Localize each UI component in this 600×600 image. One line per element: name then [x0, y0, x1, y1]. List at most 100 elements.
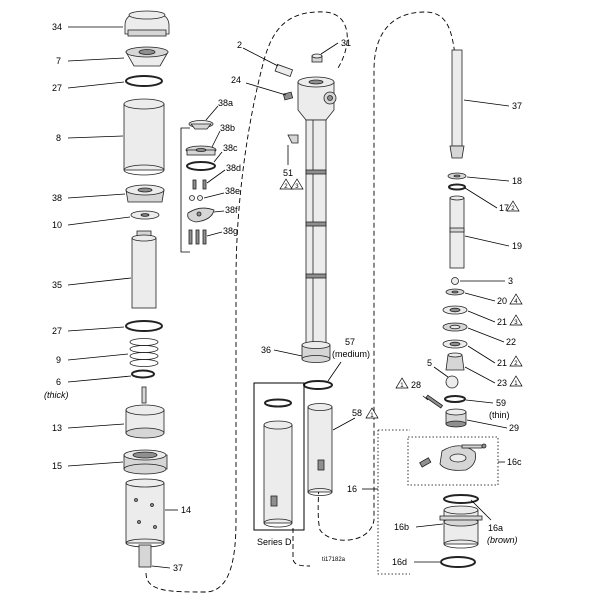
label-34: 34 — [52, 22, 62, 32]
label-38e: 38e — [225, 186, 240, 196]
label-38b: 38b — [220, 123, 235, 133]
center-leader-lines — [242, 42, 410, 575]
svg-text:2: 2 — [511, 206, 515, 212]
label-8: 8 — [56, 133, 61, 143]
label-16a-note: (brown) — [487, 535, 518, 545]
part-27-o-ring-lower — [125, 320, 163, 332]
label-27-lower: 27 — [52, 326, 62, 336]
warning-markers: 2 3 1 2 4 3 2 1 — [279, 178, 523, 419]
part-38-leader-lines — [203, 105, 226, 237]
part-27-o-ring-top — [125, 75, 163, 87]
label-29: 29 — [509, 423, 519, 433]
part-57-o-ring — [303, 380, 333, 390]
svg-text:3: 3 — [295, 184, 299, 190]
label-23: 23 — [497, 378, 507, 388]
label-16a: 16a — [488, 523, 503, 533]
svg-text:3: 3 — [514, 320, 518, 326]
part-9-spring — [129, 338, 159, 367]
assembly-route-lines — [145, 11, 456, 593]
warning-triangle-51b: 3 — [290, 178, 304, 190]
part-20-washer — [445, 288, 465, 296]
label-10: 10 — [52, 220, 62, 230]
part-10-washer — [130, 210, 160, 220]
label-16: 16 — [347, 484, 357, 494]
warning-triangle-28: 1 — [395, 377, 409, 389]
warning-triangle-51a: 2 — [279, 178, 293, 190]
label-59: 59 — [496, 398, 506, 408]
part-38-subassembly — [180, 120, 217, 253]
part-tube-center — [305, 119, 327, 346]
label-series-d: Series D — [257, 537, 292, 547]
label-6: 6 — [56, 377, 61, 387]
label-24: 24 — [231, 75, 241, 85]
part-29-valve-seat — [445, 408, 467, 428]
part-15-coupling — [123, 449, 168, 475]
label-16d: 16d — [392, 557, 407, 567]
label-3: 3 — [508, 276, 513, 286]
svg-text:2: 2 — [514, 361, 518, 367]
part-14-sleeve — [125, 478, 165, 568]
label-2: 2 — [237, 40, 242, 50]
label-57-note: (medium) — [332, 349, 370, 359]
part-3-ball — [451, 277, 459, 285]
label-37-left: 37 — [173, 563, 183, 573]
label-15: 15 — [52, 461, 62, 471]
part-17-seal — [448, 183, 466, 191]
label-35: 35 — [52, 280, 62, 290]
label-28: 28 — [411, 380, 421, 390]
part-5-ball — [445, 375, 459, 389]
part-38-piston — [125, 184, 165, 203]
part-23-nut — [445, 352, 465, 371]
part-13-housing — [125, 386, 165, 439]
part-6-o-ring-thick — [131, 369, 155, 379]
part-2-fitting — [274, 63, 294, 78]
warning-triangle-21a: 3 — [509, 314, 523, 326]
part-16b-16a-foot-valve — [439, 494, 483, 549]
left-leader-lines — [67, 26, 178, 569]
label-19: 19 — [512, 241, 522, 251]
right-labels: 37 18 17 19 3 20 21 22 21 23 5 28 59 (th… — [392, 101, 522, 567]
part-31-plug — [311, 53, 323, 63]
part-7-packing-nut — [125, 46, 169, 67]
part-16d-o-ring — [440, 556, 476, 568]
label-22: 22 — [506, 337, 516, 347]
part-19-piston-rod — [449, 195, 465, 269]
part-16c-clamp-box — [407, 436, 499, 486]
label-31: 31 — [341, 38, 351, 48]
right-leader-lines — [414, 99, 510, 563]
label-38f: 38f — [225, 205, 238, 215]
part-35-rod — [131, 230, 157, 309]
svg-text:4: 4 — [514, 299, 518, 305]
part-22-seal — [442, 322, 468, 332]
label-20: 20 — [497, 296, 507, 306]
label-27-top: 27 — [52, 83, 62, 93]
label-57: 57 — [345, 337, 355, 347]
center-labels: 2 31 24 51 36 57 (medium) 58 16 Series D… — [231, 38, 370, 563]
label-36: 36 — [261, 345, 271, 355]
label-51: 51 — [283, 168, 293, 178]
part-8-cylinder — [123, 98, 165, 176]
part-21-seal-lower — [442, 339, 468, 349]
label-38g: 38g — [223, 226, 238, 236]
svg-text:1: 1 — [370, 413, 374, 419]
label-7: 7 — [56, 56, 61, 66]
label-6-note: (thick) — [44, 390, 69, 400]
svg-text:1: 1 — [400, 383, 404, 389]
part-36-sleeve — [301, 341, 331, 363]
svg-text:2: 2 — [284, 184, 288, 190]
label-38: 38 — [52, 193, 62, 203]
label-38d: 38d — [226, 163, 241, 173]
label-14: 14 — [181, 505, 191, 515]
label-13: 13 — [52, 423, 62, 433]
label-38a: 38a — [218, 98, 233, 108]
warning-triangle-21b: 2 — [509, 355, 523, 367]
warning-triangle-23: 1 — [509, 375, 523, 387]
left-labels: 34 7 27 8 38 10 35 27 9 6 (thick) 13 15 … — [44, 22, 191, 573]
label-18: 18 — [512, 176, 522, 186]
part-21-seal-top — [442, 305, 468, 315]
label-16c: 16c — [507, 457, 522, 467]
part-24-screw — [282, 91, 294, 101]
part-outlet-housing — [297, 76, 337, 121]
figure-id: ti17182a — [322, 557, 346, 563]
svg-text:1: 1 — [514, 381, 518, 387]
